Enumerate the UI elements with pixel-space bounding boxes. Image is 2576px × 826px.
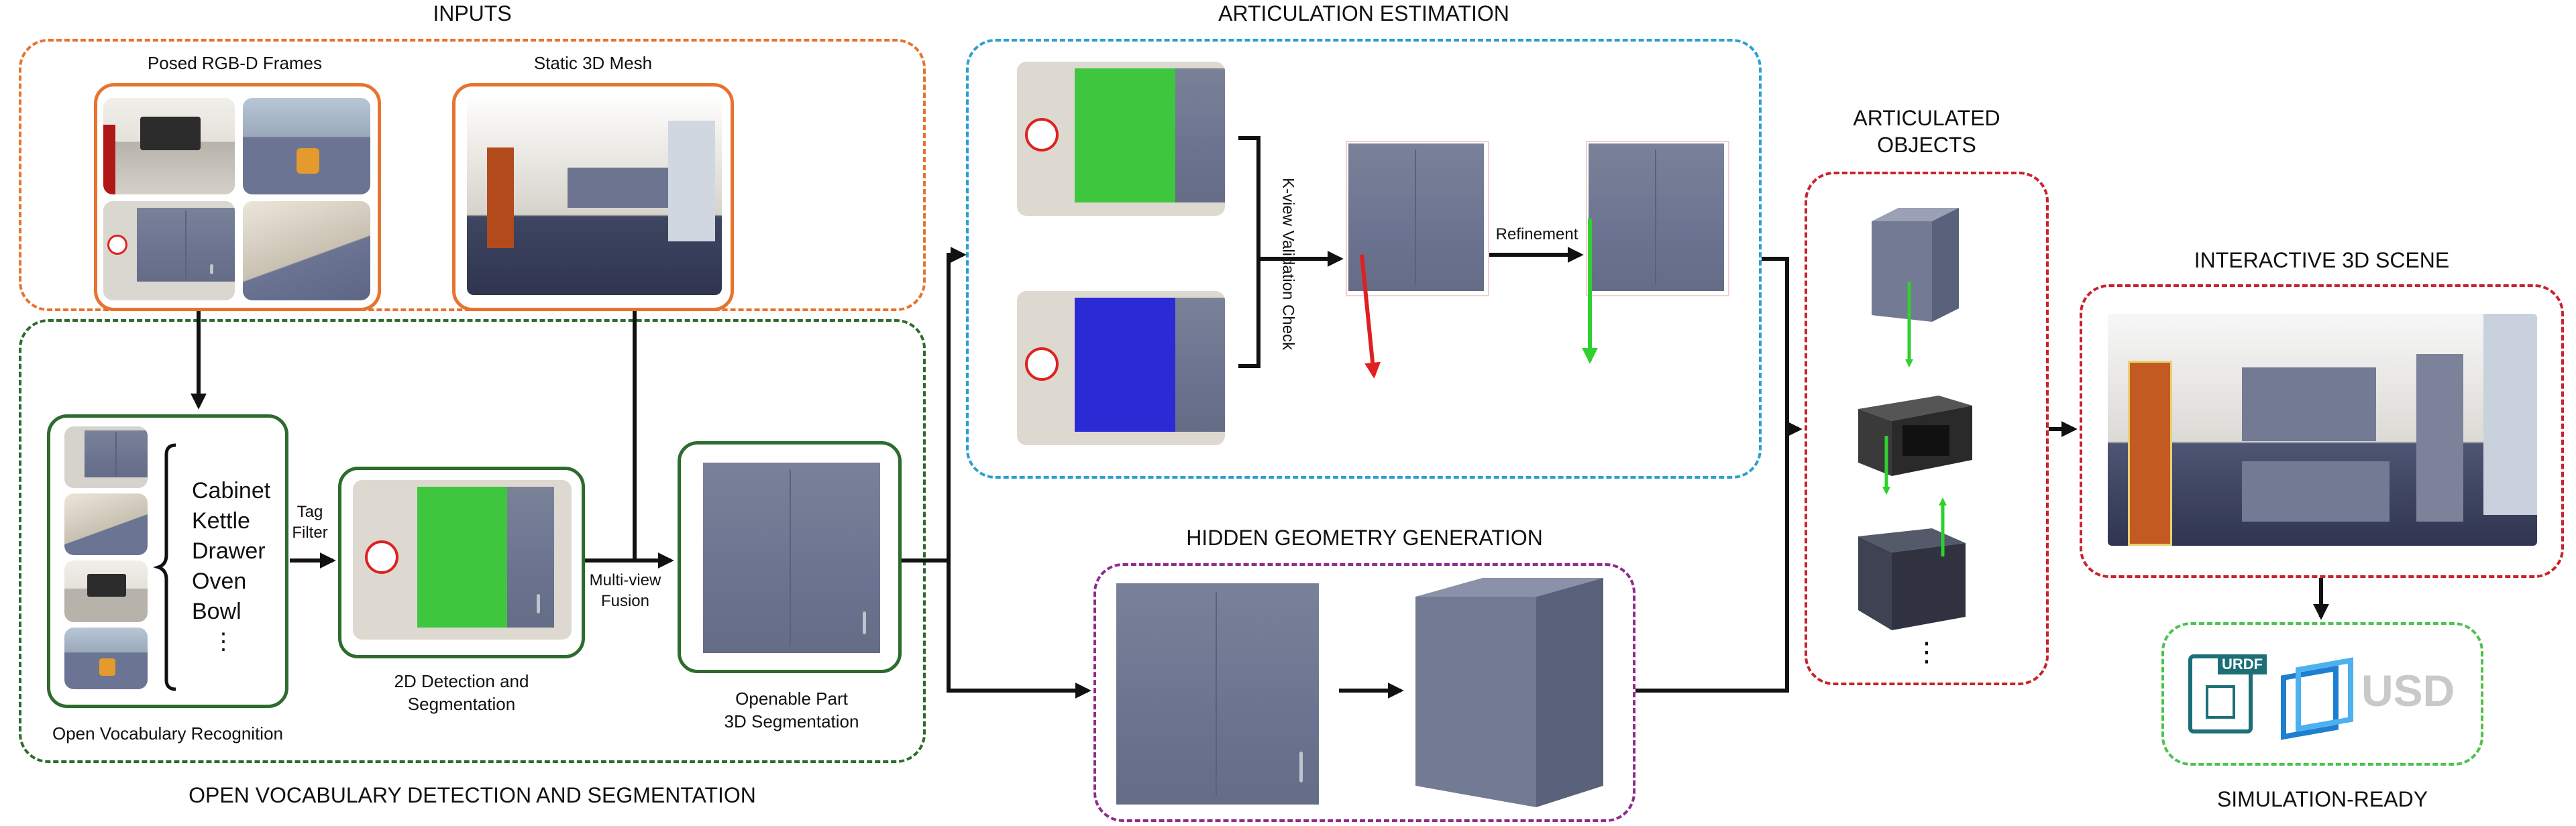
openable-label: Openable Part 3D Segmentation [724,689,859,731]
ovds-title: OPEN VOCABULARY DETECTION AND SEGMENTATI… [189,783,756,807]
recog-frame-3 [64,560,148,622]
articulation-refined-cabinet [1589,143,1724,291]
tag-item: Oven [192,569,247,594]
interactive-section [2080,284,2564,578]
tag-filter-label: Tag Filter [292,503,328,542]
kview-blue-mask [1017,291,1225,445]
static-mesh-render [467,94,722,295]
usd-label: USD [2361,666,2455,715]
openable-part-render [703,463,880,653]
simready-title: SIMULATION-READY [2216,787,2428,811]
kview-label: K-view Validation Check [1279,178,1297,351]
multiview-label: Multi-view Fusion [589,571,661,611]
arrow-openable-split-down [947,560,1091,699]
arrow-merge-to-articulated [1762,257,1803,437]
frame-window [243,98,370,194]
recognition-label: Open Vocabulary Recognition [52,723,283,744]
tag-item: Kettle [192,508,250,534]
frame-sink [243,201,370,300]
simready-section [2161,622,2483,766]
tag-item: ⋮ [212,629,235,654]
posed-frames-label: Posed RGB-D Frames [147,53,323,73]
recog-frame-1 [64,426,148,488]
hidden-input-door [1116,583,1319,805]
interactive-title: INTERACTIVE 3D SCENE [2194,248,2450,272]
articulation-title: ARTICULATION ESTIMATION [1218,1,1509,25]
tag-item: Drawer [192,538,266,564]
tag-list: Cabinet Kettle Drawer Oven Bowl ⋮ [192,476,270,657]
interactive-scene-render [2108,314,2537,546]
detection-image [353,480,572,640]
articulation-initial-cabinet [1348,143,1484,291]
articulated-section [1805,172,2049,685]
usd-logo-icon [2281,656,2355,740]
inputs-title: INPUTS [433,1,512,25]
urdf-label: URDF [2218,654,2267,674]
articulation-initial-frame [1346,141,1489,296]
frame-cabinet [103,201,235,300]
hidden-section [1093,563,1635,822]
hidden-title: HIDDEN GEOMETRY GENERATION [1186,526,1543,550]
kview-green-mask [1017,62,1225,216]
mesh-label: Static 3D Mesh [533,53,653,73]
recog-frame-4 [64,628,148,689]
tag-item: Cabinet [192,478,271,504]
detection-label: 2D Detection and Segmentation [394,671,529,714]
tag-item: Bowl [192,599,241,624]
articulation-refined-frame [1586,141,1729,296]
recog-frame-2 [64,493,148,555]
refinement-label: Refinement [1495,225,1578,243]
articulated-title: ARTICULATED OBJECTS [1853,106,2000,157]
frame-microwave [103,98,235,194]
articulated-more: ⋮ [1913,638,1940,667]
articulation-section [966,39,1762,479]
